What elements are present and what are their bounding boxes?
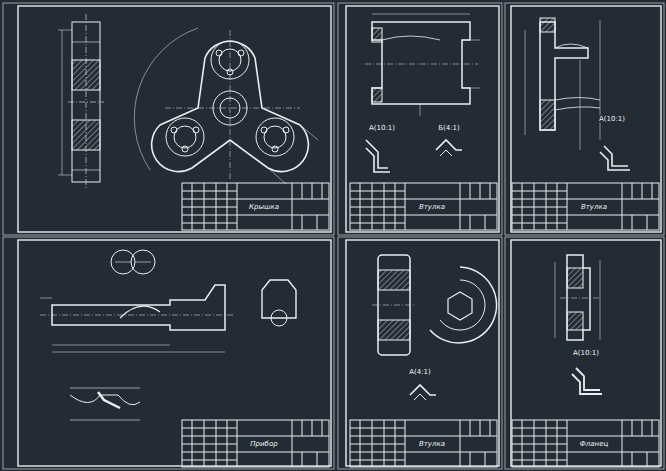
title-block-name: Фланец — [578, 440, 610, 449]
section-label: Б(4:1) — [437, 125, 461, 132]
title-block-name: Втулка — [417, 203, 447, 212]
title-block-name: Крышка — [247, 203, 281, 212]
title-block-name: Прибор — [248, 440, 279, 449]
section-label: А(10:1) — [598, 116, 626, 123]
section-label: А(10:1) — [572, 350, 600, 357]
title-block-name: Втулка — [417, 440, 447, 449]
section-label: А(4:1) — [408, 369, 432, 376]
section-label: А(10:1) — [368, 125, 396, 132]
title-block-name: Втулка — [579, 203, 609, 212]
